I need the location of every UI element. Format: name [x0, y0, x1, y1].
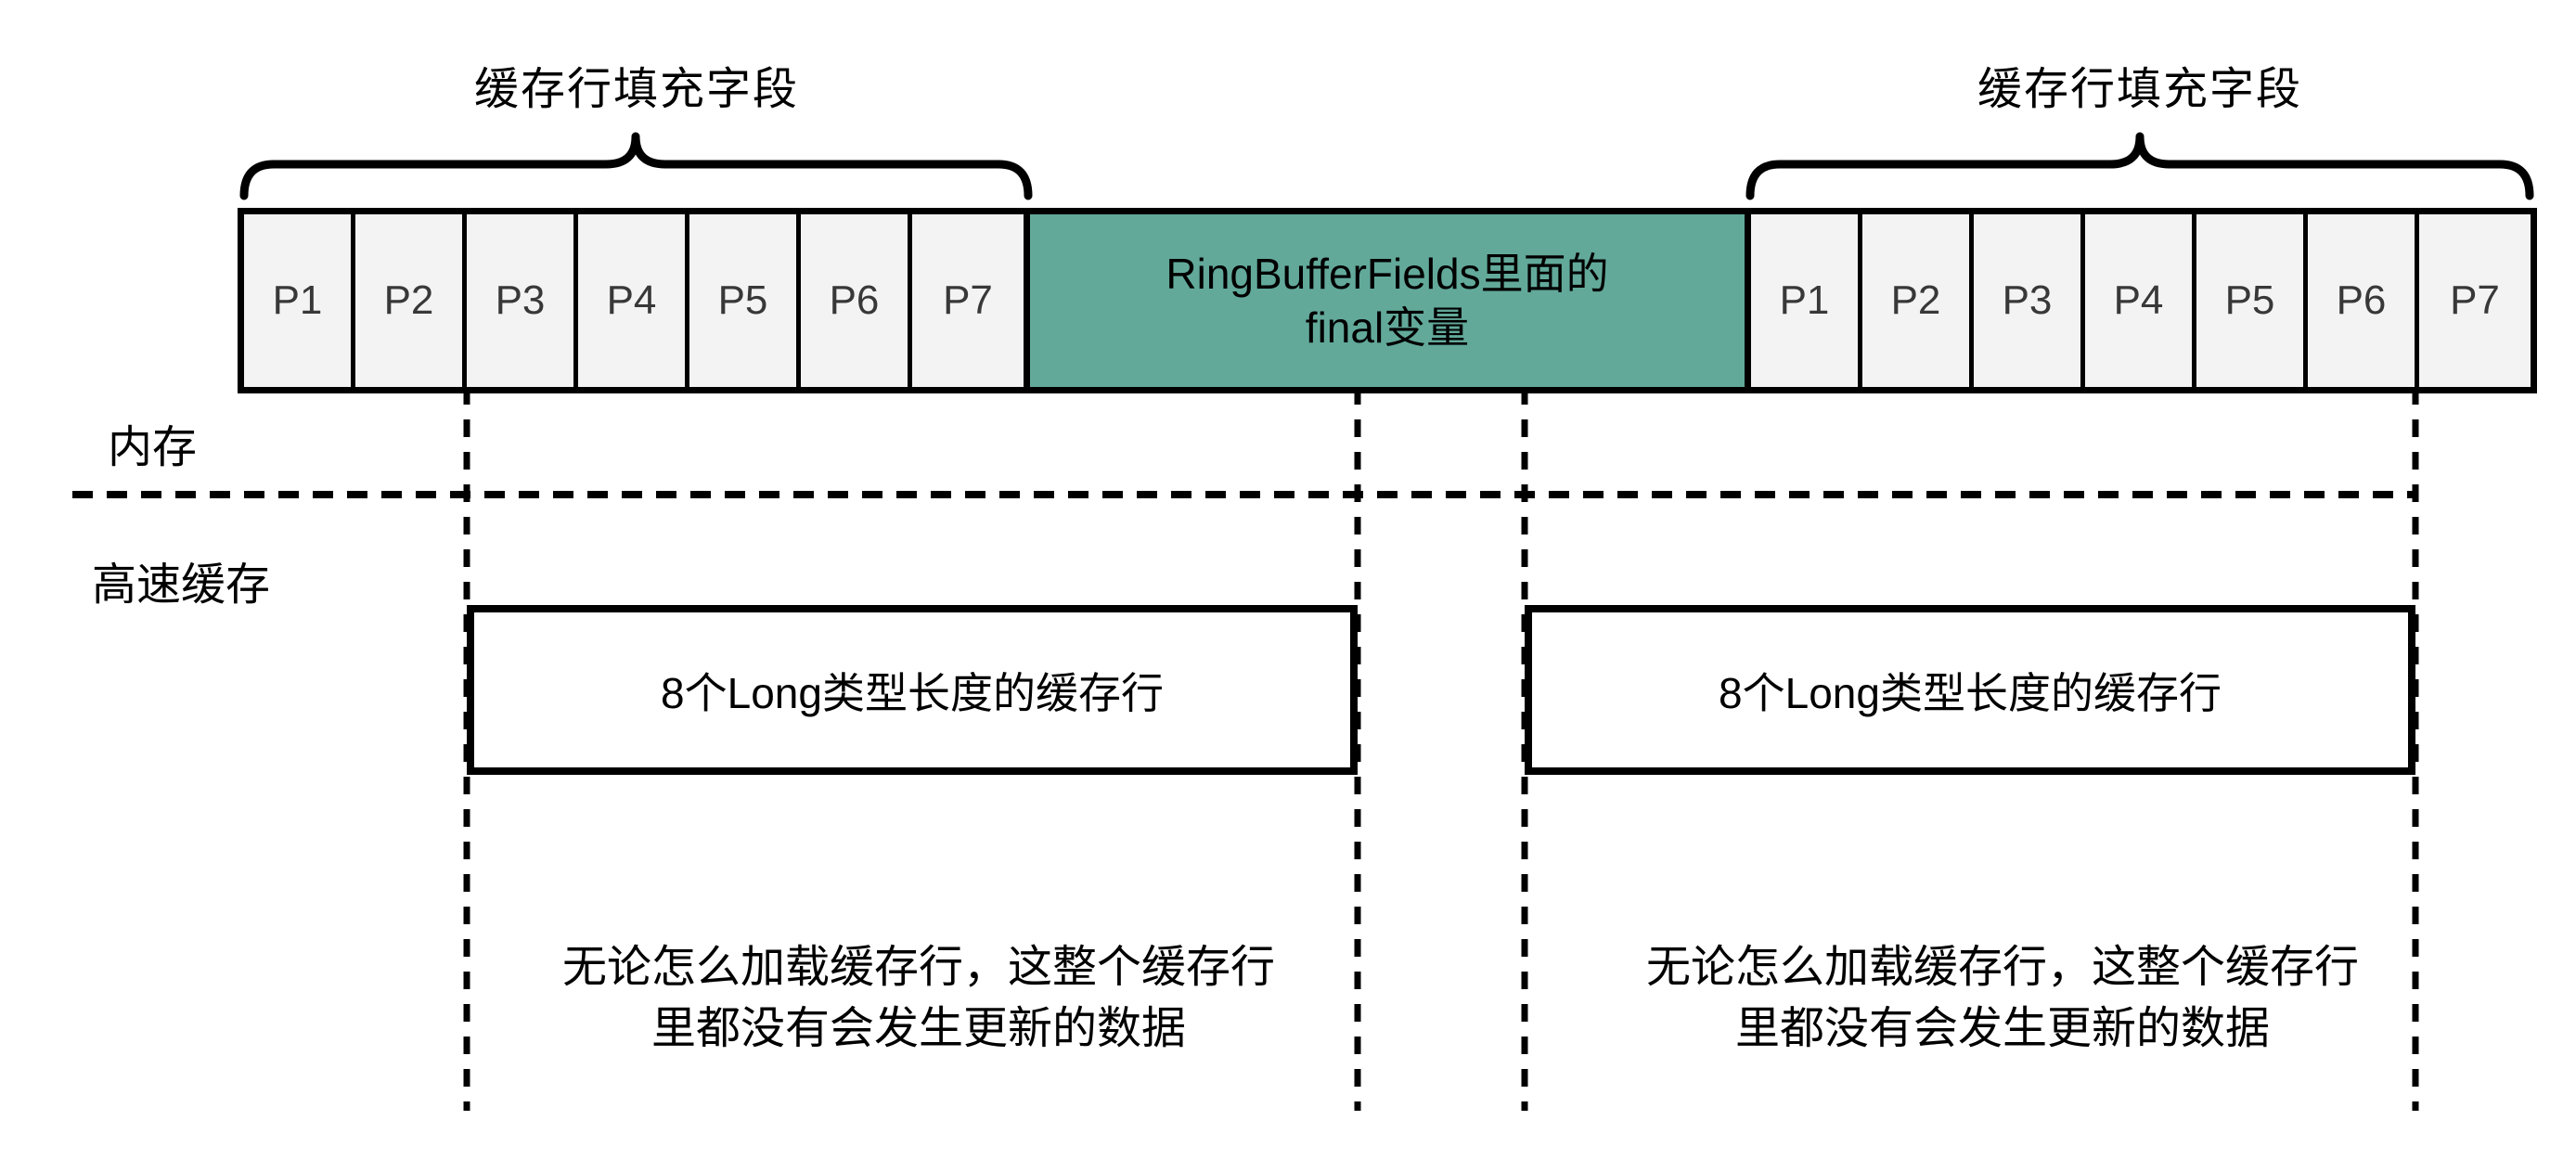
- pad-cell-label: P4: [606, 277, 657, 323]
- note-right: 无论怎么加载缓存行，这整个缓存行 里都没有会发生更新的数据: [1646, 937, 2359, 1060]
- pad-cell-label: P6: [2336, 277, 2387, 323]
- pad-cell-right-p4: P4: [2085, 214, 2196, 387]
- pad-cell-left-p6: P6: [801, 214, 912, 387]
- pad-cell-right-p5: P5: [2196, 214, 2308, 387]
- note-left-line2: 里都没有会发生更新的数据: [650, 1004, 1187, 1053]
- note-left-line1: 无论怎么加载缓存行，这整个缓存行: [561, 943, 1276, 992]
- note-right-line1: 无论怎么加载缓存行，这整个缓存行: [1645, 943, 2360, 992]
- pad-cell-right-p1: P1: [1751, 214, 1862, 387]
- left-brace: [239, 132, 1033, 200]
- pad-cell-left-p2: P2: [355, 214, 467, 387]
- pad-cell-left-p4: P4: [578, 214, 689, 387]
- pad-cell-label: P2: [1890, 277, 1941, 323]
- memory-row: P1 P2 P3 P4 P5 P6 P7 RingBufferFields里面的…: [238, 208, 2537, 393]
- cache-line-box-left: 8个Long类型长度的缓存行: [467, 605, 1358, 775]
- pad-cell-left-p5: P5: [689, 214, 801, 387]
- pad-cell-label: P3: [495, 277, 546, 323]
- pad-cell-left-p3: P3: [467, 214, 578, 387]
- pad-cell-label: P2: [383, 277, 434, 323]
- note-right-line2: 里都没有会发生更新的数据: [1734, 1004, 2271, 1053]
- pad-cell-label: P3: [2002, 277, 2053, 323]
- right-brace-label: 缓存行填充字段: [1977, 65, 2303, 114]
- pad-cell-right-p2: P2: [1862, 214, 1974, 387]
- cache-line-box-right: 8个Long类型长度的缓存行: [1525, 605, 2415, 775]
- cache-line-box-right-label: 8个Long类型长度的缓存行: [1719, 668, 2222, 717]
- pad-cell-left-p7: P7: [912, 214, 1024, 387]
- pad-cell-right-p7: P7: [2419, 214, 2531, 387]
- cache-line-box-left-label: 8个Long类型长度的缓存行: [661, 668, 1164, 717]
- cache-section-label: 高速缓存: [91, 560, 271, 610]
- memory-section-label: 内存: [107, 423, 198, 472]
- ringbuffer-final-line2: final变量: [1305, 303, 1470, 352]
- right-brace: [1745, 132, 2534, 200]
- pad-cell-label: P7: [2450, 277, 2500, 323]
- note-left: 无论怎么加载缓存行，这整个缓存行 里都没有会发生更新的数据: [562, 937, 1275, 1060]
- pad-cell-label: P4: [2113, 277, 2164, 323]
- ringbuffer-final-line1: RingBufferFields里面的: [1166, 250, 1609, 298]
- pad-cell-label: P7: [943, 277, 993, 323]
- ringbuffer-final-cell: RingBufferFields里面的 final变量: [1024, 214, 1751, 387]
- left-brace-label: 缓存行填充字段: [473, 65, 800, 114]
- pad-cell-right-p3: P3: [1974, 214, 2085, 387]
- pad-cell-label: P5: [2224, 277, 2275, 323]
- pad-cell-label: P1: [1779, 277, 1830, 323]
- pad-cell-label: P1: [272, 277, 323, 323]
- pad-cell-label: P6: [829, 277, 880, 323]
- pad-cell-right-p6: P6: [2308, 214, 2419, 387]
- pad-cell-label: P5: [717, 277, 768, 323]
- pad-cell-left-p1: P1: [244, 214, 355, 387]
